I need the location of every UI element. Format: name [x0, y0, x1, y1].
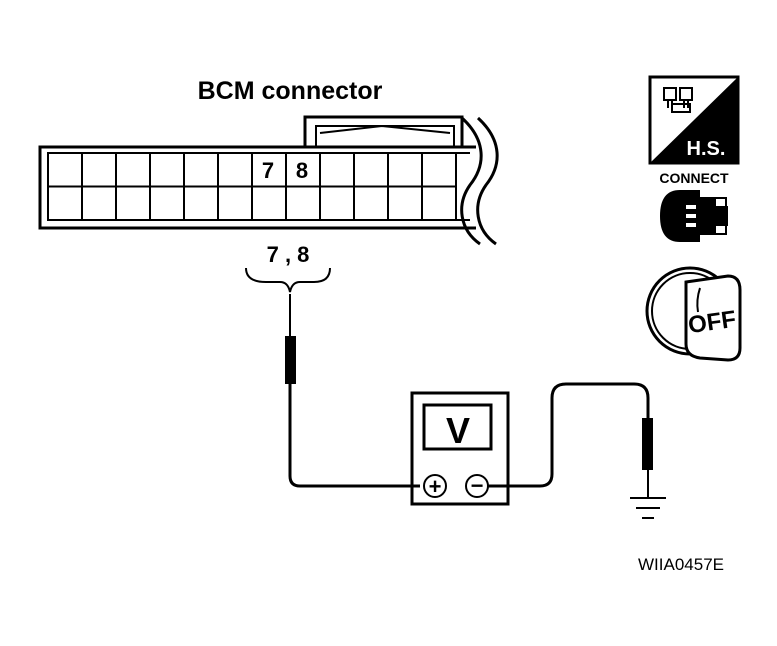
connector-pin-cavity: [319, 185, 355, 221]
connector-pin-cavity: [183, 185, 219, 221]
connector-pin-cavity: [353, 152, 389, 188]
hs-tester-icon: [663, 87, 693, 113]
connector-break-mark-2: [476, 116, 499, 246]
connector-pin-cavity: [285, 185, 321, 221]
connector-pin-cavity: [115, 185, 151, 221]
connector-break-mark: [460, 116, 483, 246]
connector-pin-cavity: [217, 185, 253, 221]
connector-pin-cavity: [115, 152, 151, 188]
plus-terminal-label: +: [429, 474, 442, 499]
voltmeter: V + −: [410, 391, 510, 506]
connector-lock-tab: [303, 115, 464, 147]
connector-pin-cavity: [251, 185, 287, 221]
ignition-key-icon: [684, 274, 742, 362]
connector-pin-cavity: [353, 185, 389, 221]
pin-8-label: 8: [296, 158, 308, 183]
connector-body: [38, 145, 476, 230]
connector-pin-cavity: [81, 185, 117, 221]
bcm-connector: 7 8: [38, 115, 499, 246]
connector-pin-cavity: [149, 152, 185, 188]
figure-code: WIIA0457E: [638, 555, 724, 574]
negative-probe: [488, 382, 666, 519]
positive-test-lead: [288, 384, 420, 488]
positive-probe-handle: [285, 336, 296, 384]
connector-pin-cavity: [217, 152, 253, 188]
pins-label: 7 , 8: [267, 242, 310, 267]
connector-lock-latch: [319, 124, 451, 134]
ground-symbol-icon: [630, 497, 666, 519]
minus-terminal-label: −: [471, 473, 484, 498]
plus-terminal: [423, 474, 447, 498]
voltmeter-body: [410, 391, 510, 506]
negative-test-lead: [488, 382, 650, 488]
connector-pin-cavity: [183, 152, 219, 188]
pins-brace: [245, 267, 331, 293]
ignition-off-label: OFF: [686, 306, 737, 339]
connector-pin-cavity: [421, 185, 457, 221]
connector-pin-cavity: [47, 185, 83, 221]
voltmeter-display-text: V: [446, 410, 470, 451]
pin-7-label: 7: [262, 158, 274, 183]
hs-label: H.S.: [687, 138, 726, 160]
hs-icon: H.S.: [648, 75, 740, 165]
connector-pin-cavity: [47, 152, 83, 188]
connector-pin-cavity: [81, 152, 117, 188]
connector-plug-icon: [660, 190, 728, 242]
connector-title: BCM connector: [198, 77, 383, 105]
connector-lock-tab-inner: [315, 125, 455, 147]
ignition-off-icon: OFF: [645, 266, 742, 362]
connector-pin-cavity: [421, 152, 457, 188]
positive-probe: [285, 294, 420, 488]
negative-probe-handle: [642, 418, 653, 470]
connector-pin-cavity: [387, 185, 423, 221]
connector-pin-cavity: [319, 152, 355, 188]
connect-label: CONNECT: [659, 170, 729, 186]
voltmeter-display: [422, 403, 493, 451]
connector-pin-grid: [47, 152, 457, 221]
connector-pin-cavity: [387, 152, 423, 188]
connector-pin-cavity: [149, 185, 185, 221]
